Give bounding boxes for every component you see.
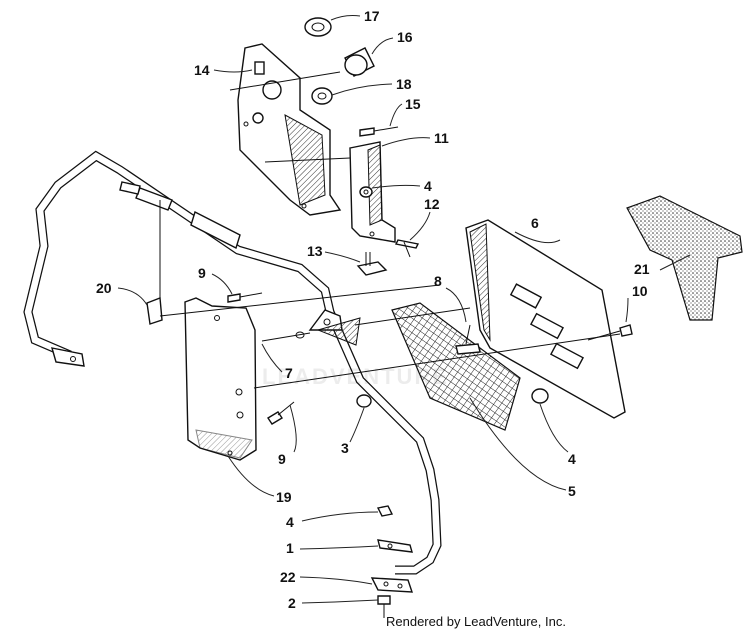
upper-bracket-plate [237,43,342,216]
callout-9-lower: 9 [278,451,286,467]
callout-13: 13 [307,243,323,259]
watermark: LEADVENTURE [262,364,450,389]
render-credit: Rendered by LeadVenture, Inc. [386,614,566,629]
callout-22: 22 [280,569,296,585]
callout-16: 16 [397,29,413,45]
callout-8: 8 [434,273,442,289]
callout-5: 5 [568,483,576,499]
callout-4-right: 4 [568,451,576,467]
assembly-lines [159,71,621,389]
callout-7: 7 [285,365,293,381]
callout-18: 18 [396,76,412,92]
callout-14: 14 [194,62,210,78]
callout-6: 6 [531,215,539,231]
callout-4-lower: 4 [286,514,294,530]
angle-bracket [349,141,396,243]
side-panel [465,219,626,419]
callout-15: 15 [405,96,421,112]
callouts: 17 16 14 18 15 11 4 12 6 13 8 21 10 20 9… [96,8,691,611]
callout-17: 17 [364,8,380,24]
callout-20: 20 [96,280,112,296]
callout-3: 3 [341,440,349,456]
callout-9-upper: 9 [198,265,206,281]
callout-11: 11 [434,130,449,146]
hardware-upper [304,17,399,137]
mesh-screen [391,302,521,431]
callout-21: 21 [634,261,650,277]
callout-19: 19 [276,489,292,505]
bolts-mid [356,239,420,276]
callout-4-upper: 4 [424,178,432,194]
left-panel [184,297,257,461]
hardware-small [146,292,633,618]
frame-tube [23,150,442,575]
callout-2: 2 [288,595,296,611]
callout-12: 12 [424,196,440,212]
callout-1: 1 [286,540,294,556]
callout-10: 10 [632,283,648,299]
